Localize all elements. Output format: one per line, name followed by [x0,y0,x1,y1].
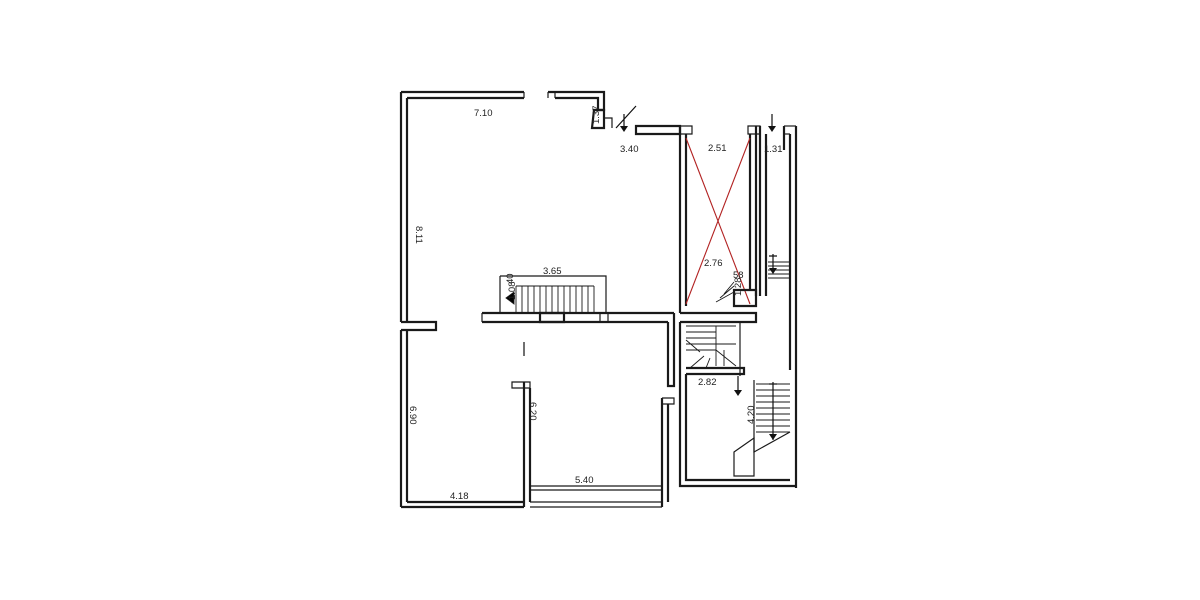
dim-stair-center-width: 2.82 [698,377,717,388]
dim-lower-mid-height: 6.20 [527,402,538,421]
dim-top-room-width: 7.10 [474,108,493,119]
dim-small-128: 1.28 [733,278,744,297]
central-stairwell [678,281,796,488]
dim-shaft-height: 2.76 [704,258,723,269]
void-shaft [678,125,761,313]
dim-right-lower-height: 4.20 [746,406,757,425]
dim-lower-left-width: 4.18 [450,491,469,502]
dim-stair-top-depth: 1.08 [507,282,518,301]
dim-stair-top-depth2: 40 [505,273,516,284]
arrow-marks [523,105,777,440]
dim-stair-top-width: 3.65 [543,266,562,277]
dim-entry-width: 3.40 [620,144,639,155]
dim-right-strip-width: 1.31 [764,144,783,155]
dim-top-notch: 1.37 [591,106,602,125]
upper-stairs [499,275,607,313]
dim-lower-mid-width: 5.40 [575,475,594,486]
dimension-labels: 7.10 1.37 3.40 2.51 1.31 8.11 2.76 58 1.… [407,106,783,503]
dim-left-room-height: 8.11 [413,226,424,244]
right-strip [753,125,798,488]
dim-lower-left-height: 6.90 [407,406,418,425]
dim-small-58: 58 [733,270,744,281]
dim-shaft-width: 2.51 [708,143,727,154]
middle-wall [401,311,676,388]
